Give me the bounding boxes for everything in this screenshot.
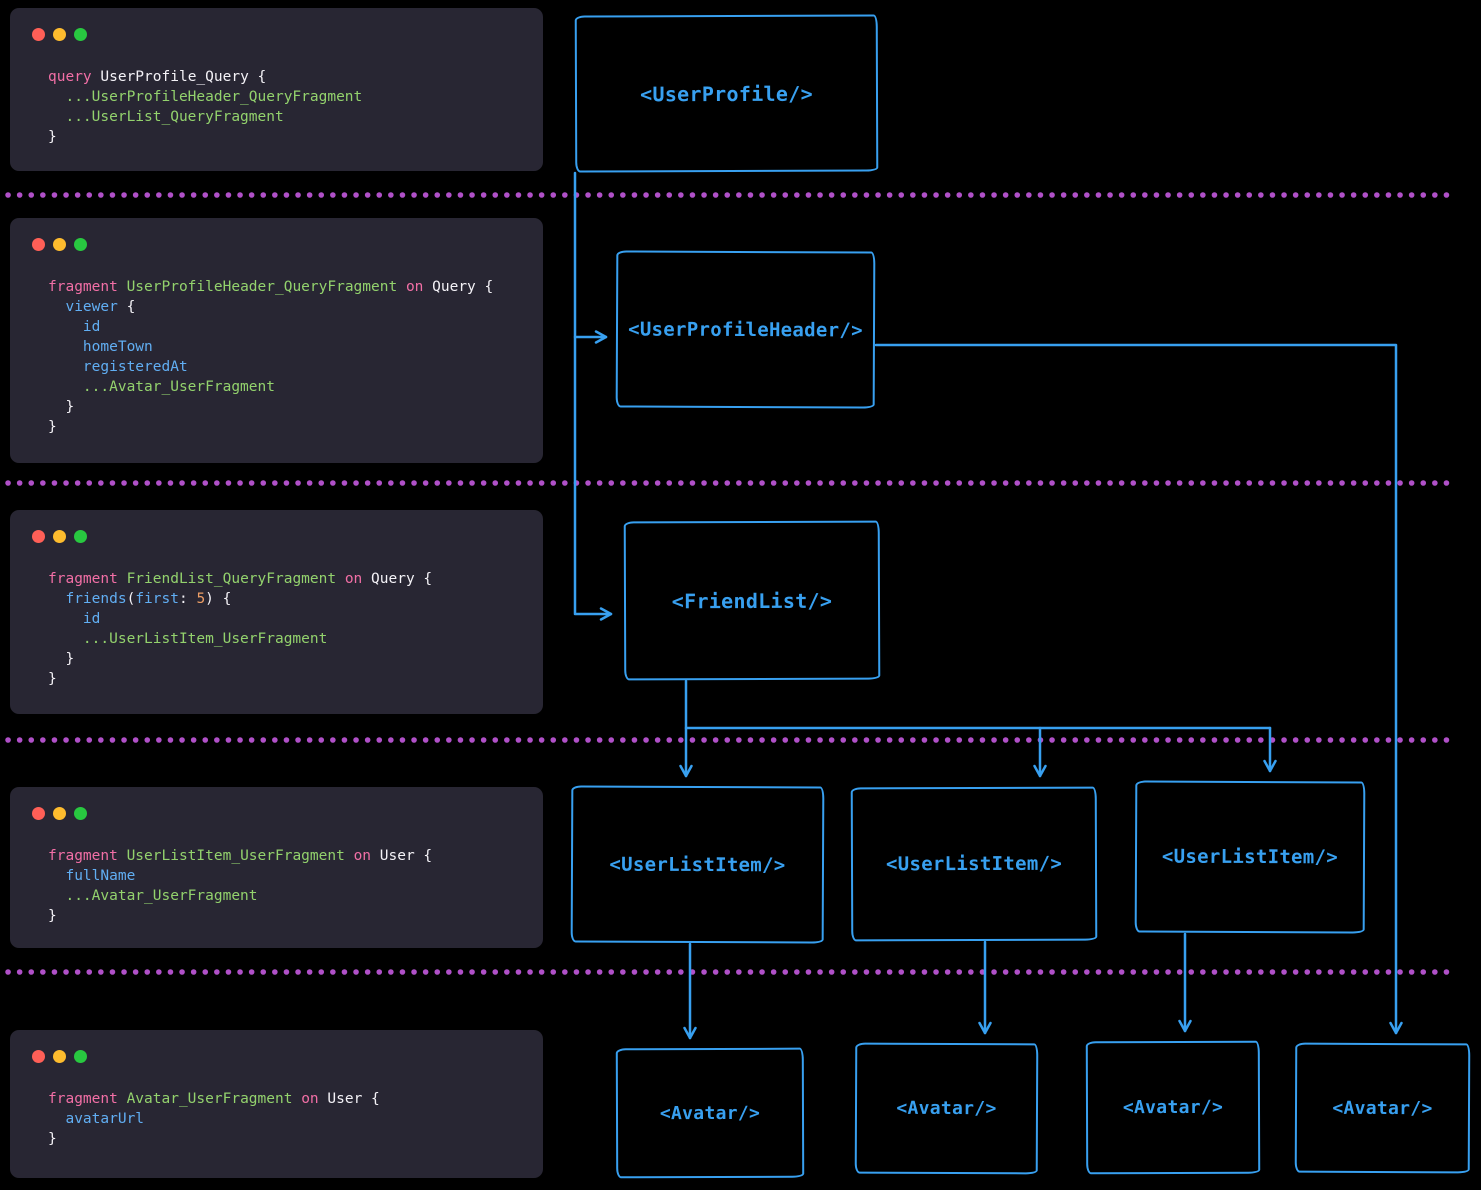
code-window-user-profile-query: query UserProfile_Query { ...UserProfile… xyxy=(10,8,543,171)
component-label-avatar-1: <Avatar/> xyxy=(659,1102,761,1124)
component-box-userlistitem-1: <UserListItem/> xyxy=(570,785,825,944)
minimize-icon xyxy=(53,530,66,543)
code-window-friend-list-fragment: fragment FriendList_QueryFragment on Que… xyxy=(10,510,543,714)
arrow-userprofile-to-friendlist xyxy=(573,171,613,621)
close-icon xyxy=(32,1050,45,1063)
friendlist-fanout-rail xyxy=(684,679,1272,730)
close-icon xyxy=(32,530,45,543)
component-label-userprofileheader: <UserProfileHeader/> xyxy=(628,317,863,342)
close-icon xyxy=(32,807,45,820)
component-label-userlistitem-1: <UserListItem/> xyxy=(609,853,786,876)
window-controls xyxy=(32,28,543,41)
maximize-icon xyxy=(74,238,87,251)
maximize-icon xyxy=(74,807,87,820)
code-block-avatar-fragment: fragment Avatar_UserFragment on User { a… xyxy=(48,1091,380,1147)
maximize-icon xyxy=(74,530,87,543)
code-window-user-list-item-fragment: fragment UserListItem_UserFragment on Us… xyxy=(10,787,543,948)
minimize-icon xyxy=(53,28,66,41)
component-label-avatar-4: <Avatar/> xyxy=(1332,1097,1433,1119)
component-box-friendlist: <FriendList/> xyxy=(623,520,881,681)
component-label-avatar-2: <Avatar/> xyxy=(896,1097,997,1120)
code-block-friend-list-fragment: fragment FriendList_QueryFragment on Que… xyxy=(48,571,433,687)
close-icon xyxy=(32,238,45,251)
close-icon xyxy=(32,28,45,41)
window-controls xyxy=(32,1050,543,1063)
maximize-icon xyxy=(74,28,87,41)
component-label-userlistitem-3: <UserListItem/> xyxy=(1161,845,1339,869)
code-window-user-profile-header-fragment: fragment UserProfileHeader_QueryFragment… xyxy=(10,218,543,463)
component-box-avatar-3: <Avatar/> xyxy=(1085,1040,1261,1175)
component-box-avatar-2: <Avatar/> xyxy=(854,1042,1039,1175)
window-controls xyxy=(32,238,543,251)
component-label-friendlist: <FriendList/> xyxy=(671,588,833,613)
maximize-icon xyxy=(74,1050,87,1063)
window-controls xyxy=(32,807,543,820)
code-block-user-profile-header-fragment: fragment UserProfileHeader_QueryFragment… xyxy=(48,279,494,435)
minimize-icon xyxy=(53,807,66,820)
window-controls xyxy=(32,530,543,543)
component-box-avatar-4: <Avatar/> xyxy=(1294,1042,1471,1174)
component-box-userprofileheader: <UserProfileHeader/> xyxy=(615,250,876,409)
component-label-userprofile: <UserProfile/> xyxy=(640,81,813,106)
code-block-user-profile-query: query UserProfile_Query { ...UserProfile… xyxy=(48,69,363,145)
component-box-userlistitem-3: <UserListItem/> xyxy=(1134,780,1366,934)
component-label-userlistitem-2: <UserListItem/> xyxy=(885,852,1063,876)
minimize-icon xyxy=(53,238,66,251)
code-block-user-list-item-fragment: fragment UserListItem_UserFragment on Us… xyxy=(48,848,433,924)
component-label-avatar-3: <Avatar/> xyxy=(1122,1096,1224,1119)
code-window-avatar-fragment: fragment Avatar_UserFragment on User { a… xyxy=(10,1030,543,1178)
component-box-userprofile: <UserProfile/> xyxy=(574,14,879,173)
minimize-icon xyxy=(53,1050,66,1063)
component-box-avatar-1: <Avatar/> xyxy=(615,1047,805,1179)
component-box-userlistitem-2: <UserListItem/> xyxy=(850,786,1098,942)
